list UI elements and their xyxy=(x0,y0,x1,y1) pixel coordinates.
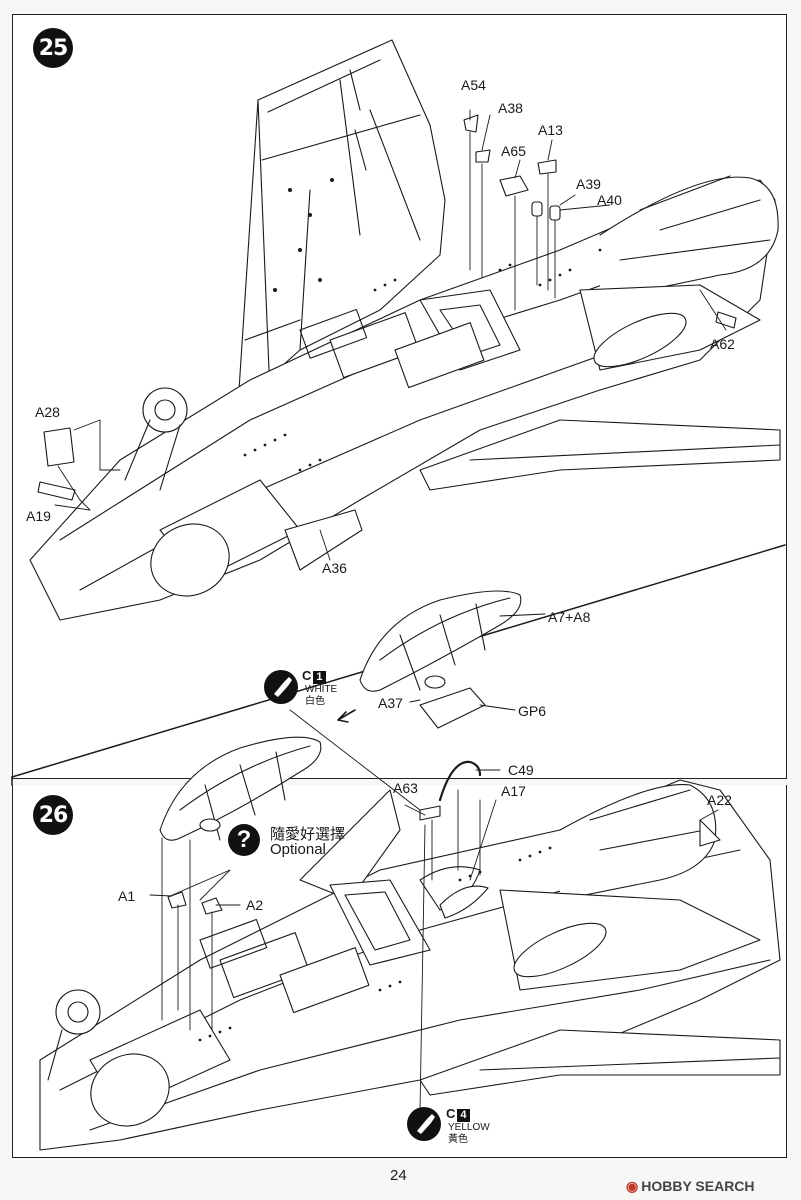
part-label-a63: A63 xyxy=(393,780,418,796)
step-number-25: 25 xyxy=(33,28,73,68)
optional-label-en: Optional xyxy=(270,841,326,858)
optional-label-zh: 隨愛好選擇 xyxy=(270,825,346,843)
step-number-26: 26 xyxy=(33,795,73,835)
part-label-a37: A37 xyxy=(378,695,403,711)
part-label-a28: A28 xyxy=(35,404,60,420)
paint-name-yellow: YELLOW xyxy=(448,1122,490,1133)
part-label-a62: A62 xyxy=(710,336,735,352)
paint-code-letter: C xyxy=(302,668,312,683)
paint-brush-icon xyxy=(407,1107,441,1141)
part-label-a13: A13 xyxy=(538,122,563,138)
part-label-a65: A65 xyxy=(501,143,526,159)
part-label-a17: A17 xyxy=(501,783,526,799)
part-label-c49: C49 xyxy=(508,762,534,778)
paint-name-white-zh: 白色 xyxy=(305,696,325,707)
part-label-a38: A38 xyxy=(498,100,523,116)
page-number: 24 xyxy=(390,1167,407,1184)
part-label-a54: A54 xyxy=(461,77,486,93)
paint-name-white: WHITE xyxy=(305,684,338,695)
part-label-a2: A2 xyxy=(246,897,264,913)
part-label-a7a8: A7+A8 xyxy=(548,609,591,625)
watermark: ◉HOBBY SEARCH xyxy=(626,1178,755,1195)
part-label-a39: A39 xyxy=(576,176,601,192)
paint-code-number: 4 xyxy=(457,1109,470,1122)
part-label-a1: A1 xyxy=(118,888,136,904)
paint-code-number: 1 xyxy=(313,671,326,684)
part-label-gp6: GP6 xyxy=(518,703,547,719)
part-label-a19: A19 xyxy=(26,508,51,524)
question-icon: ? xyxy=(228,824,260,856)
paint-code-letter: C xyxy=(446,1106,456,1121)
watermark-text: HOBBY SEARCH xyxy=(641,1178,755,1194)
paint-brush-icon xyxy=(264,670,298,704)
part-label-a36: A36 xyxy=(322,560,347,576)
part-label-a40: A40 xyxy=(597,192,622,208)
part-label-a22: A22 xyxy=(707,792,732,808)
paint-name-yellow-zh: 黃色 xyxy=(448,1134,468,1145)
watermark-logo-icon: ◉ xyxy=(626,1178,639,1194)
